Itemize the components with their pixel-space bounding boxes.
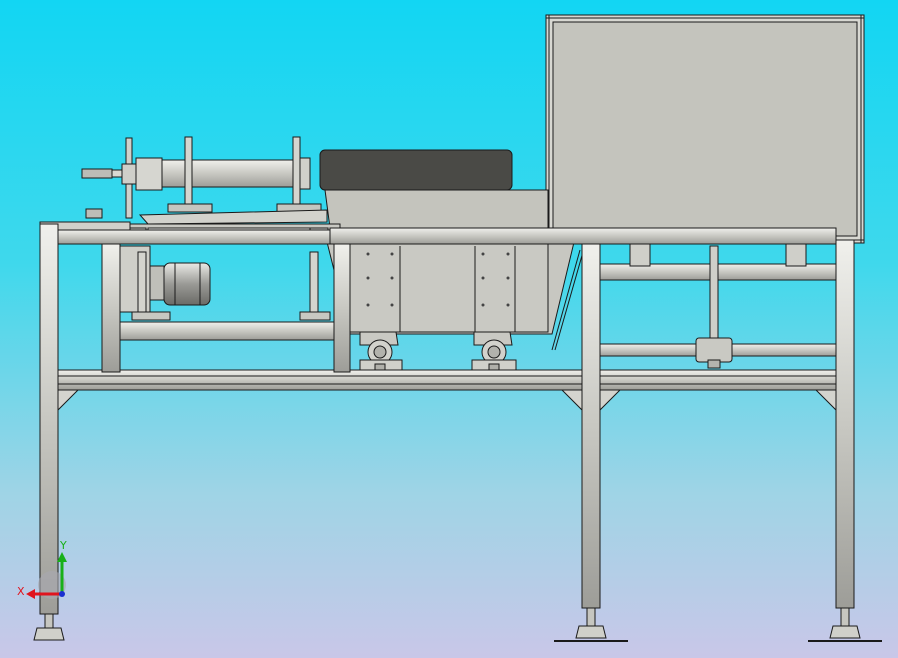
motor-shelf-beam: [117, 321, 335, 341]
pillow-block-bearing-left: [359, 331, 403, 373]
drive-motor: [119, 245, 331, 321]
leveling-feet: [33, 607, 882, 642]
frame-legs: [39, 223, 855, 615]
x-axis-arrowhead-icon: [26, 589, 35, 599]
pillow-block-bearing-right: [471, 331, 517, 373]
y-axis-label: Y: [59, 539, 67, 552]
enclosure-panel: [545, 14, 865, 244]
hopper-body: [319, 149, 584, 351]
z-axis-dot-icon: [59, 591, 65, 597]
corner-brackets: [57, 389, 837, 412]
pneumatic-cylinder: [81, 136, 322, 219]
bolt-holes: [366, 252, 510, 307]
x-axis-label: X: [17, 585, 25, 598]
cross-shaft: [599, 245, 837, 369]
y-axis-arrowhead-icon: [57, 552, 67, 562]
frame-lower-beam: [55, 369, 837, 391]
coordinate-triad: X Y: [17, 539, 67, 599]
